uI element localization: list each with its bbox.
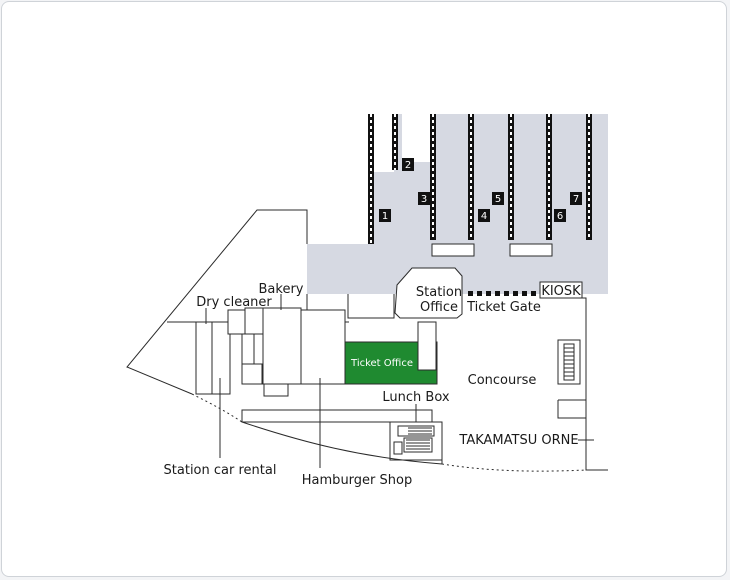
escalator-east [557,339,581,385]
platform-4-marker [478,209,490,222]
hamburger-shop-label: Hamburger Shop [302,473,412,488]
platform-island-1 [402,114,430,162]
lunch-box-label: Lunch Box [382,390,449,405]
station-building-outline [126,209,308,395]
south-wall [241,421,443,465]
station-office-label-line1: Station [416,285,462,300]
platform-2-number: 2 [405,160,411,171]
kiosk-box [539,281,583,299]
platform-6-marker [554,209,566,222]
platform-5-marker [492,192,504,205]
platform-7-marker [570,192,582,205]
platform-4-number: 4 [481,211,487,222]
platform-area [307,114,608,294]
platform-2-marker [402,158,414,171]
ticket-office-label: Ticket Office [350,358,413,369]
platform-end-5-6 [509,243,553,257]
concourse-label: Concourse [468,373,537,388]
platform-end-3-4 [431,243,475,257]
dry-cleaner-label: Dry cleaner [196,295,272,310]
station-office-building [394,267,463,319]
platform-1-number: 1 [382,211,388,222]
station-office-label-line2: Office [420,300,458,315]
kiosk-label: KIOSK [541,284,581,299]
tracks [368,114,592,244]
platform-6-number: 6 [557,211,563,222]
shops-west [195,307,346,397]
platform-7-number: 7 [573,194,579,205]
platform-3-number: 3 [421,194,427,205]
platform-1-marker [379,209,391,222]
takamatsu-orne-label: TAKAMATSU ORNE [458,433,578,448]
platform-markers: 1 2 3 4 5 6 7 [379,158,582,222]
bakery-label: Bakery [259,282,304,297]
platform-5-number: 5 [495,194,501,205]
ticket-gate-label: Ticket Gate [466,300,541,315]
platform-3-marker [418,192,430,205]
station-car-rental-label: Station car rental [164,463,277,478]
ticket-gate-markers [468,291,536,296]
lunch-box-block [389,421,443,461]
